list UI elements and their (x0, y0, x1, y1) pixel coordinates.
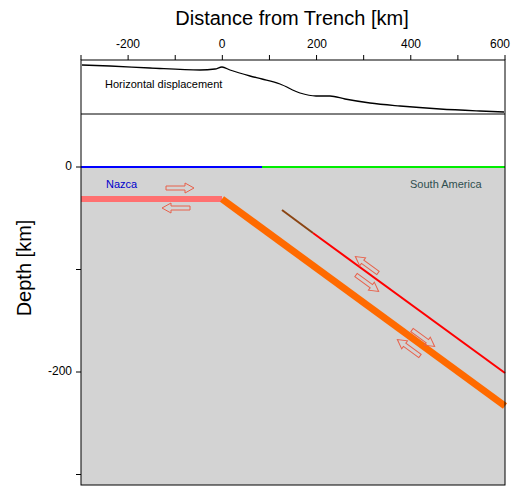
x-tick (457, 55, 458, 60)
plot-frame (81, 60, 505, 485)
tick-label: -200 (116, 38, 140, 51)
slip-arrows (162, 183, 438, 360)
x-tick (505, 55, 506, 60)
x-tick (81, 55, 82, 60)
axis-ticks (76, 55, 505, 475)
x-tick (269, 55, 270, 60)
slip-arrow (394, 335, 423, 360)
tick-label: 0 (219, 38, 226, 51)
south-america-surface (262, 166, 505, 168)
axis-title: Distance from Trench [km] (175, 7, 408, 29)
x-tick (128, 55, 129, 60)
x-tick (175, 55, 176, 60)
tick-label: 0 (65, 160, 72, 173)
nazca-plate-interface (81, 196, 222, 202)
tick-label: 400 (401, 38, 421, 51)
plate-label: Nazca (106, 178, 137, 190)
y-tick (76, 269, 81, 270)
x-tick (410, 55, 411, 60)
panel-label: Horizontal displacement (105, 78, 222, 90)
slab-interface (222, 199, 505, 406)
tick-label: 200 (307, 38, 327, 51)
mantle-ground (81, 167, 505, 485)
fault-segment (282, 210, 313, 233)
nazca-surface (81, 166, 262, 168)
x-tick (222, 55, 223, 60)
y-tick (76, 474, 81, 475)
displacement-curve (82, 65, 504, 112)
fault-line (313, 233, 505, 373)
tick-label: -200 (48, 365, 72, 378)
slip-arrow (166, 183, 194, 193)
plate-label: South America (410, 178, 482, 190)
y-tick (76, 372, 81, 373)
x-tick (316, 55, 317, 60)
axis-title: Depth [km] (13, 220, 35, 317)
y-tick (76, 167, 81, 168)
panel-divider (81, 114, 505, 115)
slip-arrow (409, 326, 438, 351)
tick-label: 600 (490, 38, 510, 51)
slip-arrow (162, 203, 190, 213)
x-tick (363, 55, 364, 60)
slip-arrow (353, 271, 382, 296)
